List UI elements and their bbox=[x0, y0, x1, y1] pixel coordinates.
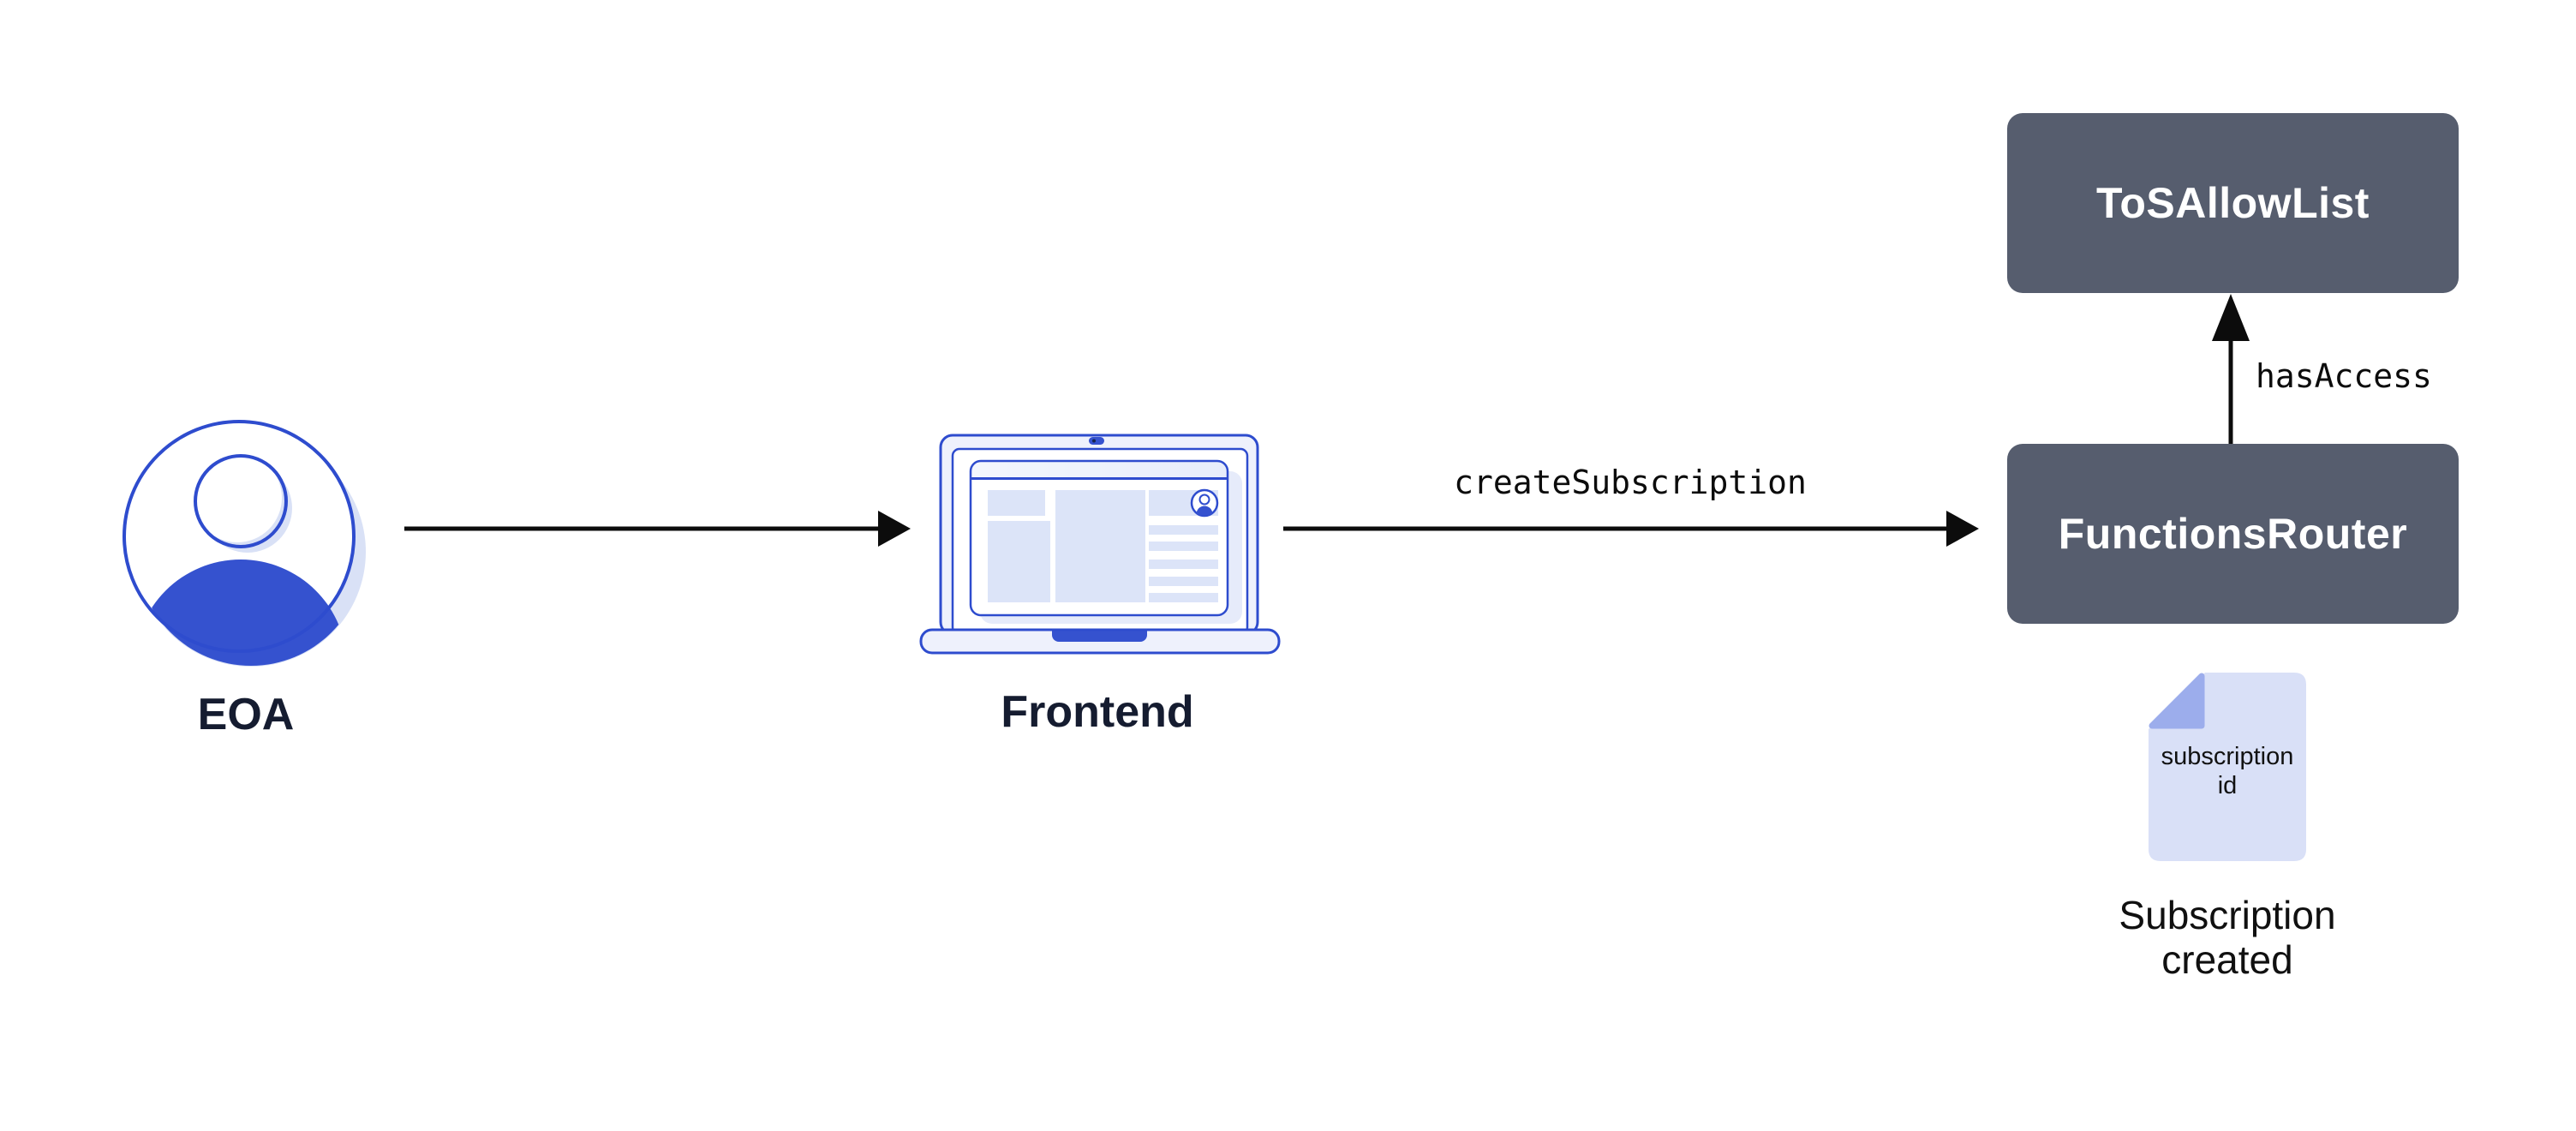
document-text-line2: id bbox=[2217, 772, 2238, 799]
frontend-label: Frontend bbox=[1001, 687, 1194, 737]
node-functionsrouter-label: FunctionsRouter bbox=[2058, 510, 2408, 558]
document-icon bbox=[2149, 673, 2306, 861]
subscription-created-caption: Subscription created bbox=[2119, 893, 2335, 982]
node-functionsrouter: FunctionsRouter bbox=[2007, 444, 2459, 624]
document-text-line1: subscription bbox=[2161, 743, 2294, 770]
edge-label-hasaccess: hasAccess bbox=[2256, 357, 2432, 395]
arrow-functionsrouter-to-tosallowlist bbox=[2212, 294, 2250, 444]
laptop-icon bbox=[919, 434, 1281, 655]
arrow-frontend-to-functionsrouter bbox=[1283, 511, 1979, 547]
mini-user-icon bbox=[1190, 488, 1219, 518]
user-avatar-icon bbox=[123, 420, 366, 667]
node-tosallowlist: ToSAllowList bbox=[2007, 113, 2459, 293]
caption-line2: created bbox=[2161, 937, 2293, 982]
arrow-eoa-to-frontend bbox=[404, 511, 911, 547]
caption-line1: Subscription bbox=[2119, 893, 2336, 937]
edge-label-createsubscription: createSubscription bbox=[1454, 464, 1807, 501]
document-text: subscription id bbox=[2161, 742, 2294, 800]
node-tosallowlist-label: ToSAllowList bbox=[2096, 179, 2370, 227]
eoa-label: EOA bbox=[197, 690, 295, 739]
